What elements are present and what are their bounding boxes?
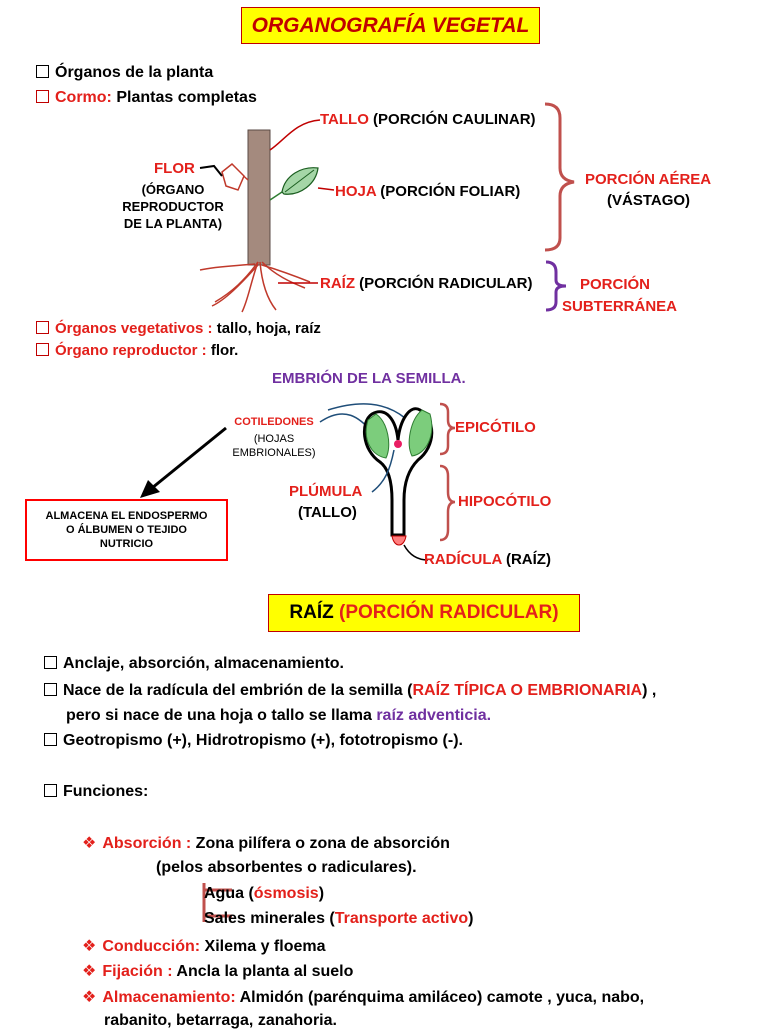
checkbox-icon xyxy=(44,733,57,746)
flower-shape xyxy=(221,162,249,191)
sales-line: Sales minerales (Transporte activo) xyxy=(204,910,474,927)
diamond-bullet-icon: ❖ xyxy=(82,835,97,852)
embryo-title: EMBRIÓN DE LA SEMILLA. xyxy=(272,370,466,387)
cotiledones-description: (HOJAS EMBRIONALES) xyxy=(232,433,316,459)
epicotilo-label: EPICÓTILO xyxy=(455,419,536,436)
porcion-aerea-label: PORCIÓN AÉREA xyxy=(585,171,712,188)
organos-vegetativos-line: Órganos vegetativos : tallo, hoja, raíz xyxy=(36,320,321,337)
checkbox-icon xyxy=(36,65,49,78)
roots-shape xyxy=(199,261,311,313)
checkbox-icon xyxy=(44,683,57,696)
intro-line-1: Órganos de la planta xyxy=(36,64,213,82)
diamond-bullet-icon: ❖ xyxy=(82,938,97,955)
page-title: ORGANOGRAFÍA VEGETAL xyxy=(251,14,530,37)
function-absorcion: ❖Absorción : Zona pilífera o zona de abs… xyxy=(82,835,450,852)
intro-line-2: Cormo: Plantas completas xyxy=(36,89,257,107)
function-conduccion: ❖Conducción: Xilema y floema xyxy=(82,938,326,955)
diamond-bullet-icon: ❖ xyxy=(82,963,97,980)
porcion-subterranea-label-1: PORCIÓN xyxy=(580,276,651,293)
endospermo-box: ALMACENA EL ENDOSPERMO O ÁLBUMEN O TEJID… xyxy=(25,499,228,561)
checkbox-icon xyxy=(36,343,49,356)
vastago-label: (VÁSTAGO) xyxy=(607,192,691,209)
hipocotilo-label: HIPOCÓTILO xyxy=(458,493,552,510)
plumula-label: PLÚMULA xyxy=(289,483,363,500)
embryo-diagram xyxy=(140,402,456,561)
porcion-subterranea-label-2: SUBTERRÁNEA xyxy=(562,298,678,315)
checkbox-icon xyxy=(44,784,57,797)
flor-description: (ÓRGANO REPRODUCTOR DE LA PLANTA) xyxy=(122,182,224,231)
checkbox-icon xyxy=(36,90,49,103)
diamond-bullet-icon: ❖ xyxy=(82,989,97,1006)
checkbox-icon xyxy=(36,321,49,334)
root-bullet-2: Nace de la radícula del embrión de la se… xyxy=(44,682,656,700)
organo-reproductor-line: Órgano reproductor : flor. xyxy=(36,342,238,359)
root-title-box: RAÍZ (PORCIÓN RADICULAR) xyxy=(268,594,580,632)
function-almacenamiento: ❖Almacenamiento: Almidón (parénquima ami… xyxy=(82,989,645,1006)
plant-diagram xyxy=(199,102,575,313)
root-bullet-4: Funciones: xyxy=(44,783,148,801)
hoja-label: HOJA (PORCIÓN FOLIAR) xyxy=(335,183,521,200)
radicula-label: RADÍCULA (RAÍZ) xyxy=(424,551,551,568)
root-bullet-1: Anclaje, absorción, almacenamiento. xyxy=(44,655,344,673)
raiz-label: RAÍZ (PORCIÓN RADICULAR) xyxy=(320,275,533,292)
root-bullet-3: Geotropismo (+), Hidrotropismo (+), foto… xyxy=(44,732,463,750)
tallo-label: TALLO (PORCIÓN CAULINAR) xyxy=(320,111,536,128)
function-absorcion-cont: (pelos absorbentes o radiculares). xyxy=(156,859,417,876)
page-title-box: ORGANOGRAFÍA VEGETAL xyxy=(241,7,540,44)
cotiledones-label: COTILEDONES xyxy=(234,416,314,428)
plumula-description: (TALLO) xyxy=(298,504,357,521)
embryo-shape xyxy=(362,407,434,546)
checkbox-icon xyxy=(44,656,57,669)
function-almacenamiento-cont: rabanito, betarraga, zanahoria. xyxy=(104,1012,337,1029)
flor-label: FLOR xyxy=(154,160,195,177)
root-title: RAÍZ (PORCIÓN RADICULAR) xyxy=(289,602,559,623)
absorcion-bracket xyxy=(202,883,232,922)
leaf-shape xyxy=(269,167,319,201)
function-fijacion: ❖Fijación : Ancla la planta al suelo xyxy=(82,963,354,980)
agua-line: Agua (ósmosis) xyxy=(204,885,325,902)
root-bullet-2-cont: pero si nace de una hoja o tallo se llam… xyxy=(66,707,492,724)
stem-shape xyxy=(247,129,271,266)
